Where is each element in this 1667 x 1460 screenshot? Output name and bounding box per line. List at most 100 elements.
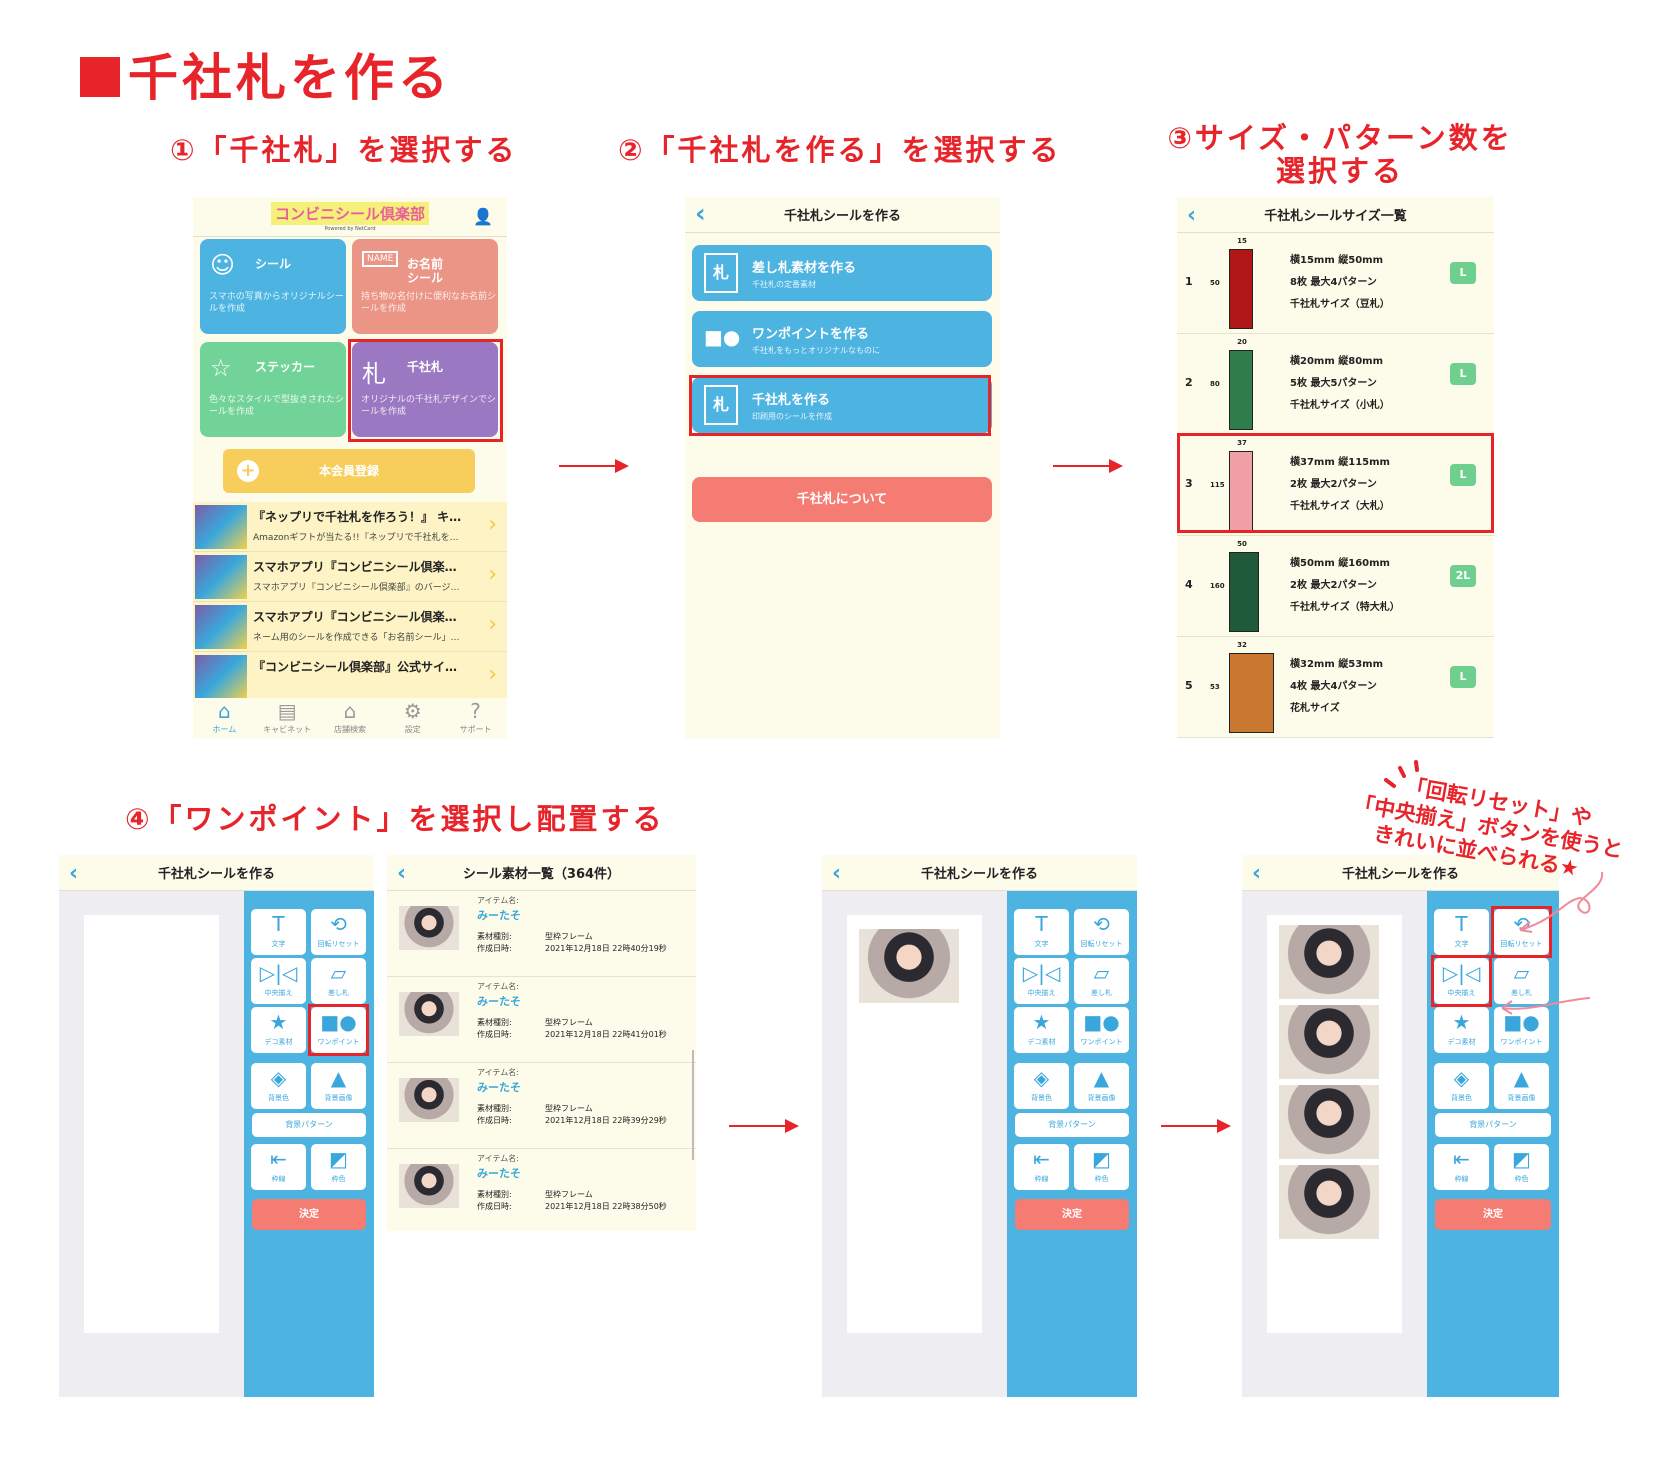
make-option-button[interactable]: 札千社札を作る印刷用のシールを作成 <box>692 377 992 433</box>
tool-bg-color-button[interactable]: ◈背景色 <box>251 1063 306 1109</box>
tool-one-point-button[interactable]: ■●ワンポイント <box>311 1007 366 1053</box>
canvas-area <box>1242 891 1427 1397</box>
tile-icon: NAME <box>362 251 399 267</box>
tool-sashifuda-button[interactable]: ▱差し札 <box>1494 958 1549 1004</box>
background-pattern-button[interactable]: 背景パターン <box>1435 1113 1551 1137</box>
back-icon[interactable]: ‹ <box>695 199 706 229</box>
tool-deco-button[interactable]: ★デコ素材 <box>1434 1007 1489 1053</box>
back-icon[interactable]: ‹ <box>832 861 842 886</box>
back-icon[interactable]: ‹ <box>69 861 79 886</box>
text-icon: T <box>272 912 285 936</box>
placed-photo[interactable] <box>1279 1165 1379 1239</box>
tool-border-button[interactable]: ⇤枠線 <box>1014 1144 1069 1190</box>
make-senjafuda-screen: ‹千社札シールを作る 札差し札素材を作る千社札の定番素材■●ワンポイントを作る千… <box>685 197 1000 738</box>
tool-border-color-button[interactable]: ◩枠色 <box>1494 1144 1549 1190</box>
material-item[interactable]: アイテム名:みーたそ素材種別:型枠フレーム作成日時:2021年12月18日 22… <box>387 1063 696 1149</box>
material-item[interactable]: アイテム名:みーたそ素材種別:型枠フレーム作成日時:2021年12月18日 22… <box>387 977 696 1063</box>
sticker-canvas[interactable] <box>847 915 982 1333</box>
tool-bg-color-button[interactable]: ◈背景色 <box>1014 1063 1069 1109</box>
type-value: 型枠フレーム <box>545 1018 593 1027</box>
material-item[interactable]: アイテム名:みーたそ素材種別:型枠フレーム作成日時:2021年12月18日 22… <box>387 891 696 977</box>
back-icon[interactable]: ‹ <box>397 861 407 886</box>
material-thumbnail <box>399 1078 459 1122</box>
tile-icon: ☺ <box>210 251 236 279</box>
tool-center-align-button[interactable]: ▷|◁中央揃え <box>1434 958 1489 1004</box>
tool-border-color-button[interactable]: ◩枠色 <box>1074 1144 1129 1190</box>
decide-button[interactable]: 決定 <box>1435 1199 1551 1230</box>
tool-deco-button[interactable]: ★デコ素材 <box>1014 1007 1069 1053</box>
tool-one-point-button[interactable]: ■●ワンポイント <box>1074 1007 1129 1053</box>
decide-button[interactable]: 決定 <box>252 1199 366 1230</box>
tab-4[interactable]: ?サポート <box>444 698 507 738</box>
tab-0[interactable]: ⌂ホーム <box>193 698 256 738</box>
cabinet-icon: ▤ <box>277 699 297 723</box>
placed-photo[interactable] <box>859 929 959 1003</box>
background-pattern-button[interactable]: 背景パターン <box>252 1113 366 1137</box>
placed-photo[interactable] <box>1279 1005 1379 1079</box>
user-add-icon[interactable]: 👤 <box>473 207 493 226</box>
about-senjafuda-button[interactable]: 千社札について <box>692 477 992 522</box>
scrollbar[interactable] <box>692 1050 694 1160</box>
tool-border-button[interactable]: ⇤枠線 <box>251 1144 306 1190</box>
news-item[interactable]: スマホアプリ『コンビニシール倶楽…ネーム用のシールを作成できる「お名前シール」…… <box>193 602 507 652</box>
placed-photo[interactable] <box>1279 925 1379 999</box>
back-icon[interactable]: ‹ <box>1187 203 1197 228</box>
tab-1[interactable]: ▤キャビネット <box>256 698 319 738</box>
tool-bg-color-button[interactable]: ◈背景色 <box>1434 1063 1489 1109</box>
tool-deco-button[interactable]: ★デコ素材 <box>251 1007 306 1053</box>
tool-one-point-button[interactable]: ■●ワンポイント <box>1494 1007 1549 1053</box>
header-title: 千社札シールを作る <box>157 867 275 882</box>
tool-border-color-button[interactable]: ◩枠色 <box>311 1144 366 1190</box>
news-item[interactable]: 『コンビニシール倶楽部』公式サイ…› <box>193 652 507 699</box>
make-option-button[interactable]: 札差し札素材を作る千社札の定番素材 <box>692 245 992 301</box>
tab-bar: ⌂ホーム▤キャビネット⌂店舗検索⚙設定?サポート <box>193 698 507 738</box>
tile-3[interactable]: 札千社札オリジナルの千社札デザインでシールを作成 <box>352 342 498 437</box>
tab-label: ホーム <box>212 725 237 734</box>
tool-sashifuda-button[interactable]: ▱差し札 <box>311 958 366 1004</box>
tab-2[interactable]: ⌂店舗検索 <box>319 698 382 738</box>
material-item[interactable]: アイテム名:みーたそ素材種別:型枠フレーム作成日時:2021年12月18日 22… <box>387 1149 696 1231</box>
tile-2[interactable]: ☆ステッカー色々なスタイルで型抜きされたシールを作成 <box>200 342 346 437</box>
decide-button[interactable]: 決定 <box>1015 1199 1129 1230</box>
background-pattern-button[interactable]: 背景パターン <box>1015 1113 1129 1137</box>
height-label: 80 <box>1210 380 1220 388</box>
tool-border-button[interactable]: ⇤枠線 <box>1434 1144 1489 1190</box>
news-item[interactable]: スマホアプリ『コンビニシール倶楽…スマホアプリ『コンビニシール倶楽部』のバージ…… <box>193 552 507 602</box>
tile-title: 千社札 <box>407 360 444 374</box>
register-button[interactable]: + 本会員登録 <box>223 449 475 493</box>
sticker-canvas[interactable] <box>84 915 219 1333</box>
tool-bg-image-button[interactable]: ▲背景画像 <box>311 1063 366 1109</box>
news-title: 『ネップリで千社札を作ろう！』 キ… <box>253 510 462 524</box>
tool-label: 文字 <box>271 940 286 948</box>
tool-rotate-reset-button[interactable]: ⟲回転リセット <box>1494 909 1549 955</box>
back-icon[interactable]: ‹ <box>1252 861 1262 886</box>
placed-photo[interactable] <box>1279 1085 1379 1159</box>
size-l1: 横37mm 縦115mm <box>1290 457 1390 468</box>
tool-center-align-button[interactable]: ▷|◁中央揃え <box>1014 958 1069 1004</box>
step3-line2: 選択する <box>1275 154 1404 188</box>
type-label: 素材種別: <box>477 1190 512 1199</box>
tool-rotate-reset-button[interactable]: ⟲回転リセット <box>311 909 366 955</box>
tool-text-button[interactable]: T 文字 <box>251 909 306 955</box>
tool-rotate-reset-button[interactable]: ⟲回転リセット <box>1074 909 1129 955</box>
tool-bg-image-button[interactable]: ▲背景画像 <box>1494 1063 1549 1109</box>
tool-bg-image-button[interactable]: ▲背景画像 <box>1074 1063 1129 1109</box>
tool-center-align-button[interactable]: ▷|◁中央揃え <box>251 958 306 1004</box>
tab-3[interactable]: ⚙設定 <box>381 698 444 738</box>
border-color-icon: ◩ <box>1092 1147 1111 1171</box>
news-item[interactable]: 『ネップリで千社札を作ろう！』 キ…Amazonギフトが当たる!!『ネップリで千… <box>193 502 507 552</box>
tile-0[interactable]: ☺シールスマホの写真からオリジナルシールを作成 <box>200 239 346 334</box>
center-align-icon: ▷|◁ <box>259 961 298 985</box>
sticker-canvas[interactable] <box>1267 915 1402 1333</box>
tool-sashifuda-button[interactable]: ▱差し札 <box>1074 958 1129 1004</box>
make-option-button[interactable]: ■●ワンポイントを作る千社札をもっとオリジナルなものに <box>692 311 992 367</box>
